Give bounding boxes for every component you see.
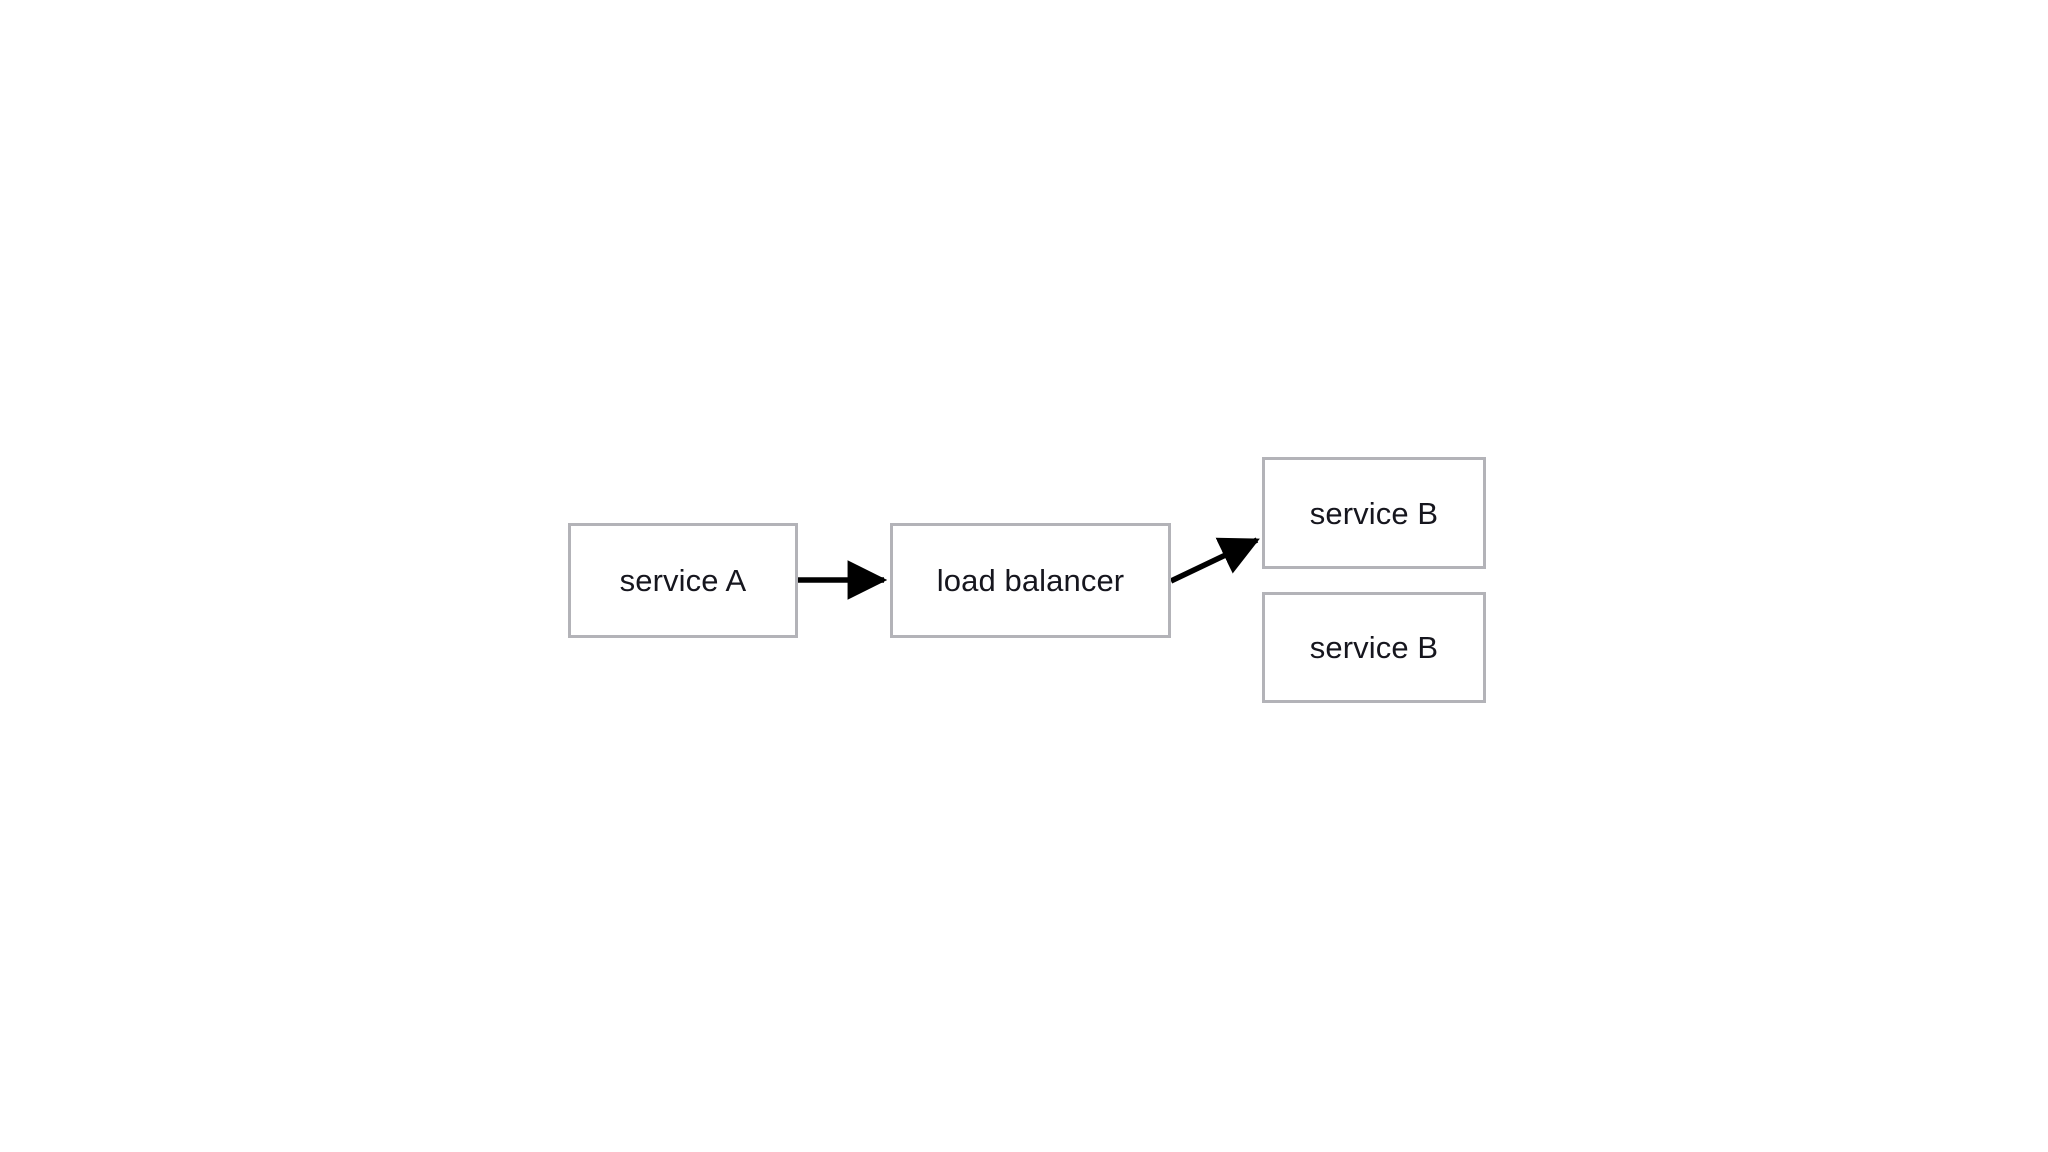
node-service-a[interactable]: service A [568,523,798,638]
edge-load-balancer-to-service-b-1 [1169,537,1260,584]
node-service-b-1[interactable]: service B [1262,457,1486,569]
node-label-load-balancer: load balancer [936,563,1125,598]
node-label-service-b-1: service B [1309,495,1439,531]
node-label-service-a: service A [619,563,747,598]
node-load-balancer[interactable]: load balancer [890,523,1171,638]
node-label-service-b-2: service B [1309,630,1439,665]
node-service-b-2[interactable]: service B [1262,592,1486,703]
